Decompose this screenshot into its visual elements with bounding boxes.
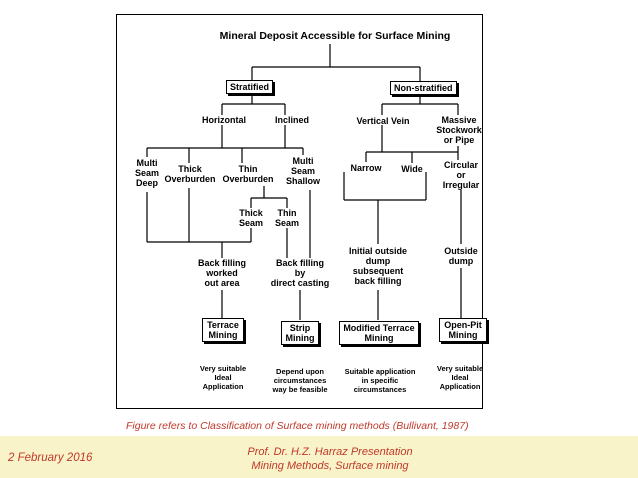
- node-initial-outside-dump: Initial outside dump subsequent back fil…: [348, 246, 407, 286]
- node-narrow: Narrow: [350, 163, 382, 173]
- node-massive-stockwork: Massive Stockwork or Pipe: [436, 115, 482, 145]
- suitability-strip: Depend upon circumstances way be feasibl…: [272, 367, 328, 394]
- method-open-pit-mining: Open-Pit Mining: [439, 318, 487, 342]
- node-multi-seam-deep: Multi Seam Deep: [134, 158, 160, 188]
- suitability-modified-terrace: Suitable application in specific circums…: [344, 367, 416, 394]
- node-thin-seam: Thin Seam: [274, 208, 300, 228]
- method-strip-mining: Strip Mining: [281, 321, 319, 345]
- node-thin-overburden: Thin Overburden: [222, 164, 274, 184]
- diagram-title: Mineral Deposit Accessible for Surface M…: [219, 30, 451, 42]
- node-thick-overburden: Thick Overburden: [164, 164, 216, 184]
- node-horizontal: Horizontal: [202, 115, 246, 125]
- method-terrace-mining: Terrace Mining: [202, 318, 244, 342]
- footer-bar: [0, 436, 638, 478]
- node-back-filling-direct: Back filling by direct casting: [270, 258, 330, 288]
- figure-caption: Figure refers to Classification of Surfa…: [126, 420, 469, 432]
- node-stratified: Stratified: [226, 80, 274, 94]
- node-thick-seam: Thick Seam: [238, 208, 264, 228]
- node-multi-seam-shallow: Multi Seam Shallow: [285, 156, 320, 186]
- suitability-open-pit: Very suitable Ideal Application: [436, 364, 484, 391]
- footer-author-line1: Prof. Dr. H.Z. Harraz Presentation: [247, 446, 413, 458]
- footer-author-line2: Mining Methods, Surface mining: [251, 460, 409, 472]
- node-circular-irregular: Circular or Irregular: [442, 160, 480, 190]
- suitability-terrace: Very suitable Ideal Application: [199, 364, 247, 391]
- node-vertical-vein: Vertical Vein: [356, 116, 410, 126]
- node-non-stratified: Non-stratified: [390, 81, 457, 95]
- method-modified-terrace-mining: Modified Terrace Mining: [339, 321, 419, 345]
- node-back-filling-worked: Back filling worked out area: [197, 258, 246, 288]
- node-outside-dump: Outside dump: [444, 246, 478, 266]
- node-wide: Wide: [401, 164, 423, 174]
- node-inclined: Inclined: [274, 115, 309, 125]
- footer-date: 2 February 2016: [8, 452, 93, 464]
